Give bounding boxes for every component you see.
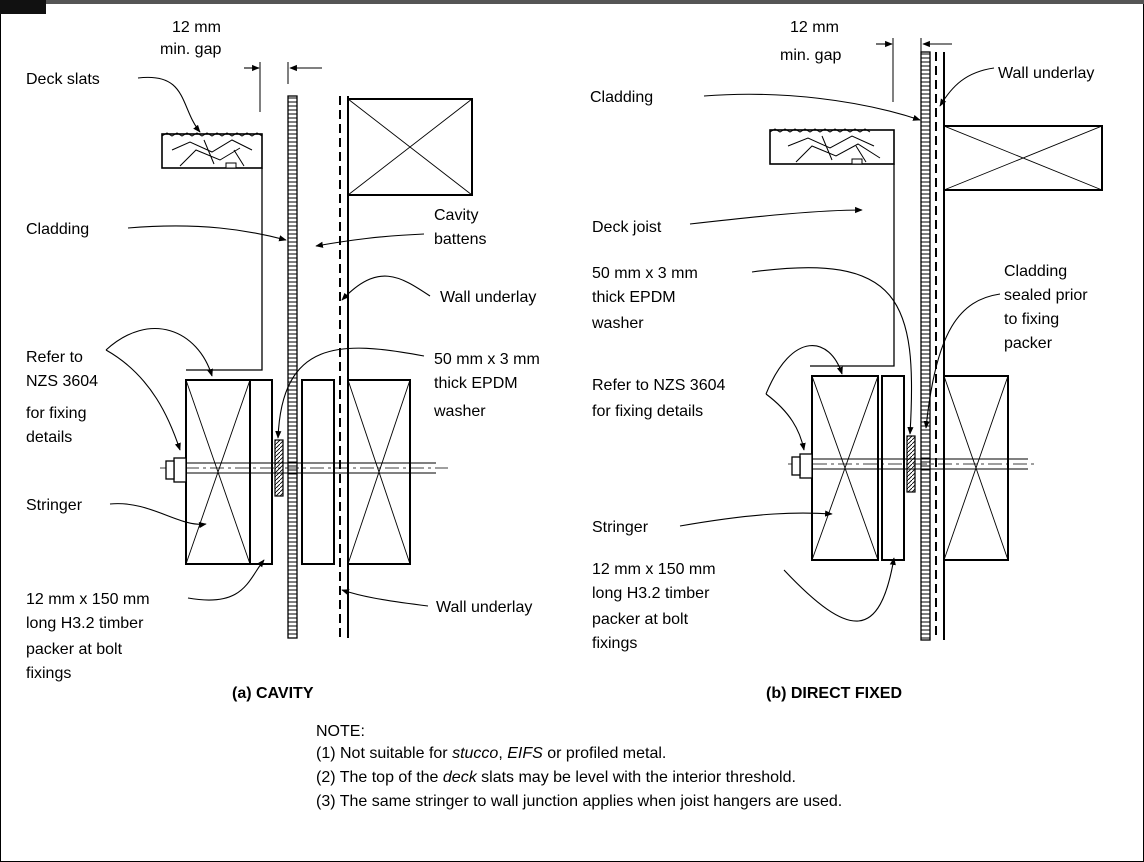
bolt-left <box>160 457 448 483</box>
leader-stringer-left <box>109 503 207 529</box>
deck-joist-left <box>186 168 263 371</box>
note-1: (1) Not suitable for stucco, EIFS or pro… <box>316 745 666 762</box>
leader-wall-underlay-right <box>939 67 995 107</box>
label-refer-left-3: for fixing <box>26 405 86 422</box>
leader-refer-1 <box>105 327 213 377</box>
leader-deck-joist <box>689 206 863 225</box>
leader-refer-2 <box>105 349 181 451</box>
label-sealed-4: packer <box>1004 335 1053 352</box>
wall-framing-lower-left <box>347 379 411 565</box>
caption-cavity: (a) CAVITY <box>232 685 314 702</box>
gap-label-right-1: 12 mm <box>790 19 839 36</box>
label-refer-left-1: Refer to <box>26 349 83 366</box>
label-wall-underlay-bottom-left: Wall underlay <box>436 599 532 616</box>
leader-packer-right <box>783 557 896 622</box>
leader-cladding-left <box>127 225 287 242</box>
leader-sealed-packer <box>923 293 1001 429</box>
leader-cladding-right <box>703 93 921 121</box>
notes-heading: NOTE: <box>316 723 365 740</box>
deck-slats-right <box>769 128 895 165</box>
gap-label-left-1: 12 mm <box>172 19 221 36</box>
wall-framing-upper-right <box>943 125 1103 191</box>
label-washer-right-3: washer <box>591 315 644 332</box>
label-wall-underlay-top-left: Wall underlay <box>440 289 536 306</box>
leader-wall-underlay-bottom <box>341 589 429 607</box>
gap-dimension-left <box>244 62 322 112</box>
detail-cavity: 12 mm min. gap Deck slats Cladding Cavit… <box>26 19 540 702</box>
note-3: (3) The same stringer to wall junction a… <box>316 793 842 810</box>
leader-refer-right-2 <box>765 393 806 451</box>
gap-label-left-2: min. gap <box>160 41 221 58</box>
cladding-right <box>920 51 931 641</box>
bolt-right <box>788 453 1036 479</box>
label-packer-left-4: fixings <box>26 665 71 682</box>
label-sealed-2: sealed prior <box>1004 287 1088 304</box>
label-packer-right-2: long H3.2 timber <box>592 585 710 602</box>
label-wall-underlay-right: Wall underlay <box>998 65 1094 82</box>
timber-packer-left <box>249 379 273 565</box>
stringer-left <box>185 379 251 565</box>
leader-wall-underlay-top <box>341 275 431 301</box>
label-refer-left-4: details <box>26 429 72 446</box>
label-cladding-right: Cladding <box>590 89 653 106</box>
label-deck-slats: Deck slats <box>26 71 100 88</box>
label-cavity-2: battens <box>434 231 486 248</box>
label-sealed-3: to fixing <box>1004 311 1059 328</box>
corner-tab <box>0 0 46 14</box>
top-rule <box>0 0 1144 4</box>
label-packer-left-1: 12 mm x 150 mm <box>26 591 150 608</box>
caption-direct-fixed: (b) DIRECT FIXED <box>766 685 902 702</box>
leader-stringer-right <box>679 510 833 527</box>
wall-framing-lower-right <box>943 375 1009 561</box>
leader-refer-right-1 <box>765 345 843 395</box>
label-refer-left-2: NZS 3604 <box>26 373 98 390</box>
deck-joist-right <box>810 164 895 367</box>
label-stringer-left: Stringer <box>26 497 83 514</box>
label-packer-right-4: fixings <box>592 635 637 652</box>
label-washer-right-1: 50 mm x 3 mm <box>592 265 698 282</box>
notes-block: NOTE: (1) Not suitable for stucco, EIFS … <box>316 723 842 810</box>
label-packer-left-2: long H3.2 timber <box>26 615 144 632</box>
label-packer-right-1: 12 mm x 150 mm <box>592 561 716 578</box>
leader-washer-left <box>275 347 425 439</box>
leader-packer-left <box>187 559 265 601</box>
gap-label-right-2: min. gap <box>780 47 841 64</box>
label-washer-right-2: thick EPDM <box>592 289 676 306</box>
timber-packer-right <box>881 375 905 561</box>
label-packer-left-3: packer at bolt <box>26 641 123 658</box>
stringer-right <box>811 375 879 561</box>
label-cavity-1: Cavity <box>434 207 478 224</box>
label-packer-right-3: packer at bolt <box>592 611 689 628</box>
label-refer-right-2: for fixing details <box>592 403 703 420</box>
label-sealed-1: Cladding <box>1004 263 1067 280</box>
label-cladding-left: Cladding <box>26 221 89 238</box>
wall-framing-upper-left <box>347 98 473 196</box>
label-washer-left-2: thick EPDM <box>434 375 518 392</box>
label-deck-joist: Deck joist <box>592 219 662 236</box>
label-stringer-right: Stringer <box>592 519 649 536</box>
note-2: (2) The top of the deck slats may be lev… <box>316 769 796 786</box>
leader-cavity-battens <box>315 233 425 248</box>
cladding-left <box>287 95 298 639</box>
label-washer-left-3: washer <box>433 403 486 420</box>
gap-dimension-right <box>876 38 952 102</box>
leader-washer-right <box>751 267 914 435</box>
label-washer-left-1: 50 mm x 3 mm <box>434 351 540 368</box>
deck-slats-left <box>161 132 263 169</box>
cavity-batten-left <box>301 379 335 565</box>
label-refer-right-1: Refer to NZS 3604 <box>592 377 726 394</box>
leader-deck-slats <box>137 76 201 133</box>
detail-direct-fixed: 12 mm min. gap Wall underlay Cladding De… <box>590 19 1103 702</box>
